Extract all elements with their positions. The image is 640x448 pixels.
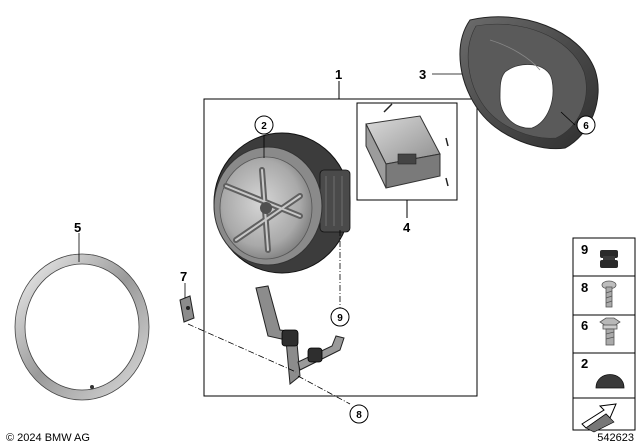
hex-bolt-icon bbox=[599, 317, 621, 346]
callout-8: 8 bbox=[356, 410, 362, 421]
mounting-bracket bbox=[255, 285, 345, 385]
callout-4: 4 bbox=[403, 220, 411, 235]
assembly-lines bbox=[187, 230, 351, 405]
legend-number-2: 2 bbox=[581, 356, 588, 371]
assembly-frame bbox=[203, 81, 478, 397]
callout-3: 3 bbox=[419, 67, 426, 82]
callout-1: 1 bbox=[335, 67, 342, 82]
legend-item-8: 8 bbox=[581, 280, 617, 308]
legend-number-8: 8 bbox=[581, 280, 588, 295]
callout-2: 2 bbox=[261, 121, 267, 132]
control-unit bbox=[365, 103, 449, 189]
legend-item-9: 9 bbox=[581, 242, 618, 268]
legend-item-2: 2 bbox=[581, 356, 625, 389]
rubber-grommet-icon bbox=[600, 250, 618, 268]
small-bracket bbox=[179, 295, 195, 323]
leader-lines bbox=[78, 73, 576, 298]
drawing-number: 542623 bbox=[597, 432, 634, 444]
legend-number-6: 6 bbox=[581, 318, 588, 333]
copyright-text: © 2024 BMW AG bbox=[6, 432, 90, 444]
callouts: 1 2 3 4 5 6 7 8 9 bbox=[74, 67, 596, 424]
callout-7: 7 bbox=[180, 269, 187, 284]
callout-9: 9 bbox=[337, 313, 343, 324]
headlight-housing bbox=[459, 16, 599, 150]
callout-5: 5 bbox=[74, 220, 81, 235]
legend-number-9: 9 bbox=[581, 242, 588, 257]
legend-item-6: 6 bbox=[581, 317, 621, 346]
rubber-cap-icon bbox=[595, 374, 625, 389]
view-arrow-box bbox=[572, 397, 636, 433]
screw-icon bbox=[601, 280, 617, 308]
trim-ring bbox=[14, 253, 150, 401]
parts-legend: 9 8 6 bbox=[572, 237, 636, 399]
control-unit-frame bbox=[356, 102, 458, 218]
headlight-unit bbox=[213, 132, 351, 274]
callout-6: 6 bbox=[583, 121, 589, 132]
direction-arrow-icon bbox=[581, 403, 617, 433]
